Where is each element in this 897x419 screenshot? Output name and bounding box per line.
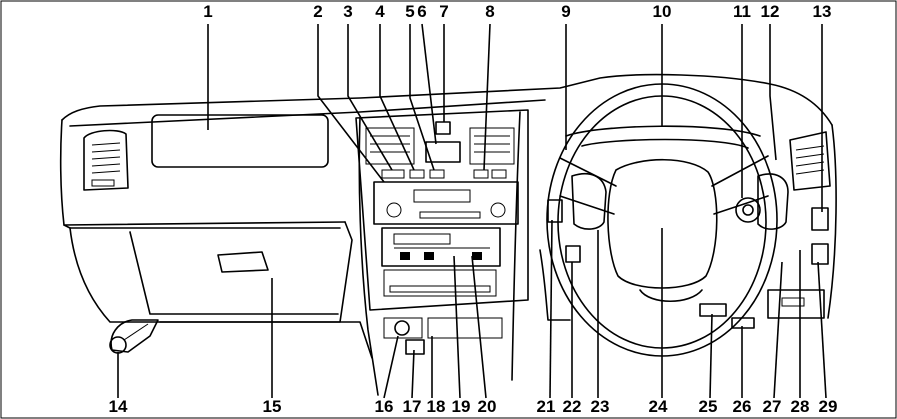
callout-22: 22 (562, 397, 582, 416)
callout-10: 10 (652, 2, 672, 21)
callout-2: 2 (313, 2, 323, 21)
callout-13: 13 (812, 2, 832, 21)
right-switch (811, 207, 829, 231)
callout-15: 15 (262, 397, 282, 416)
switch-21 (547, 199, 563, 223)
callout-19: 19 (451, 397, 471, 416)
right-switch-lower (811, 243, 829, 265)
callout-18: 18 (426, 397, 446, 416)
callout-17: 17 (402, 397, 422, 416)
callout-27: 27 (762, 397, 782, 416)
callout-28: 28 (790, 397, 810, 416)
callout-23: 23 (590, 397, 610, 416)
dashboard-left-end (59, 119, 71, 229)
callout-20: 20 (477, 397, 497, 416)
dashboard-top-edge-inner (69, 99, 546, 127)
callout-21: 21 (536, 397, 556, 416)
ignition-switch (735, 197, 761, 223)
callout-14: 14 (108, 397, 128, 416)
callout-1: 1 (203, 2, 213, 21)
callout-3: 3 (343, 2, 353, 21)
passenger-airbag-panel (151, 114, 329, 168)
lower-right-panel (539, 249, 825, 321)
center-console (355, 109, 529, 396)
part-25 (699, 303, 727, 317)
callout-9: 9 (561, 2, 571, 21)
callout-6: 6 (417, 2, 427, 21)
lower-dash-line (159, 321, 373, 359)
dashboard-lower-edge (63, 221, 346, 229)
callout-5: 5 (405, 2, 415, 21)
callout-29: 29 (818, 397, 838, 416)
dashboard-top-edge (61, 73, 833, 126)
callout-8: 8 (485, 2, 495, 21)
callout-24: 24 (648, 397, 668, 416)
dash-right-edge (827, 124, 837, 319)
switch-22 (565, 245, 581, 263)
left-air-vent (83, 129, 129, 191)
part-26 (731, 317, 755, 329)
callout-7: 7 (439, 2, 449, 21)
callout-25: 25 (698, 397, 718, 416)
callout-11: 11 (733, 2, 751, 21)
callout-16: 16 (374, 397, 394, 416)
callout-26: 26 (732, 397, 752, 416)
callout-12: 12 (760, 2, 780, 21)
right-air-vent (789, 131, 831, 191)
callout-4: 4 (375, 2, 385, 21)
